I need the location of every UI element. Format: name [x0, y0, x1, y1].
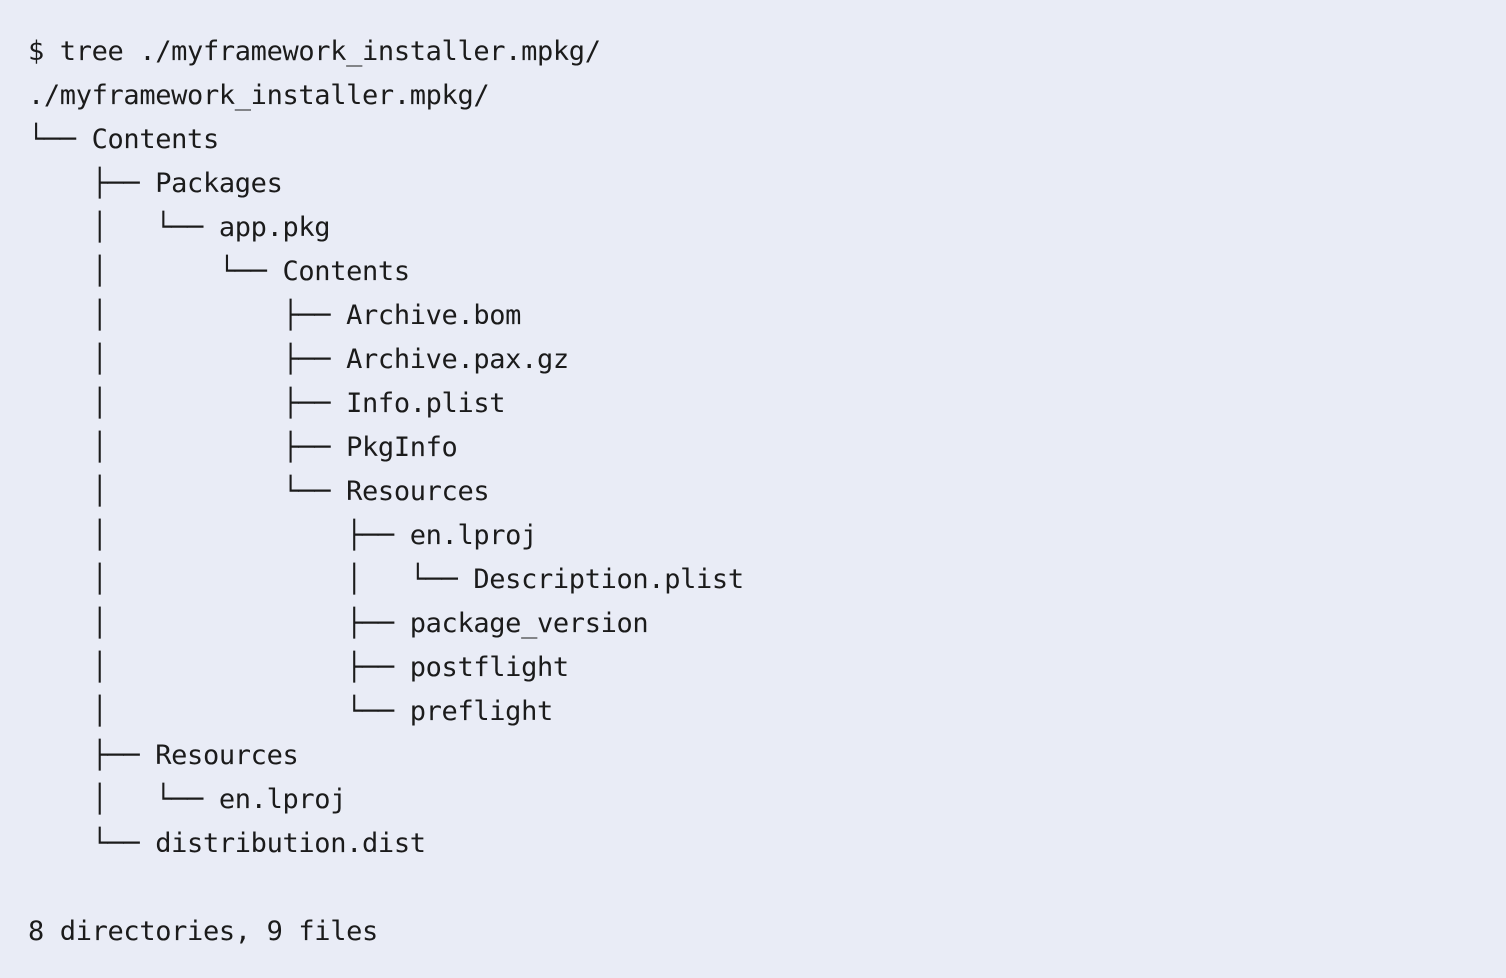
terminal-line: │ ├── package_version — [28, 608, 649, 639]
terminal-line: │ ├── postflight — [28, 652, 570, 683]
terminal-line: │ └── preflight — [28, 696, 554, 727]
terminal-line: └── Contents — [28, 124, 219, 155]
terminal-line: │ │ └── Description.plist — [28, 564, 744, 595]
terminal-line: │ └── app.pkg — [28, 212, 331, 243]
terminal-blank-line — [28, 866, 1506, 910]
terminal-line: │ ├── Archive.bom — [28, 300, 522, 331]
terminal-line: │ ├── Info.plist — [28, 388, 506, 419]
terminal-line: │ └── en.lproj — [28, 784, 347, 815]
terminal-line: 8 directories, 9 files — [28, 916, 378, 947]
terminal-line: ./myframework_installer.mpkg/ — [28, 80, 490, 111]
terminal-line: │ └── Contents — [28, 256, 410, 287]
terminal-line: ├── Resources — [28, 740, 299, 771]
terminal-line: └── distribution.dist — [28, 828, 426, 859]
terminal-output: $ tree ./myframework_installer.mpkg/ ./my… — [28, 36, 1506, 947]
terminal-line: │ ├── Archive.pax.gz — [28, 344, 570, 375]
terminal-line: │ └── Resources — [28, 476, 490, 507]
terminal-line: │ ├── en.lproj — [28, 520, 538, 551]
terminal-line: $ tree ./myframework_installer.mpkg/ — [28, 36, 601, 67]
terminal-line: ├── Packages — [28, 168, 283, 199]
terminal-line: │ ├── PkgInfo — [28, 432, 458, 463]
